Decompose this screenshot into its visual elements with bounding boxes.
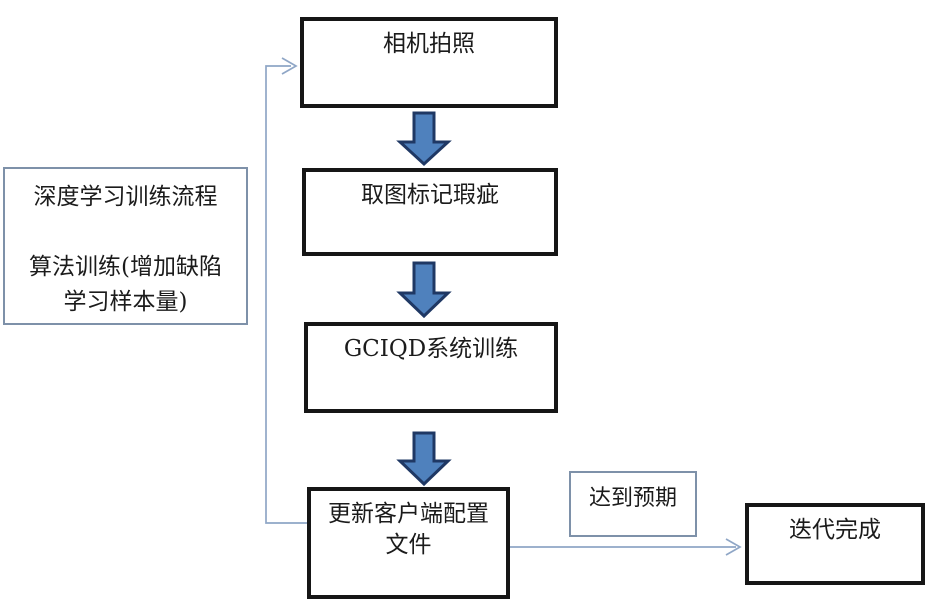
- node-system-training-label: GCIQD系统训练: [343, 336, 519, 362]
- node-iteration-done: 迭代完成: [745, 503, 925, 585]
- expectation-label-box: 达到预期: [569, 471, 697, 537]
- legend-blank-line: [5, 215, 246, 250]
- legend-note-box: 深度学习训练流程 算法训练(增加缺陷 学习样本量): [3, 167, 248, 325]
- node-system-training: GCIQD系统训练: [304, 322, 558, 413]
- done-arrowhead-icon: [725, 538, 742, 556]
- feedback-arrowhead-icon: [281, 57, 298, 75]
- down-block-arrow-icon-3: [396, 431, 452, 487]
- down-block-arrow-icon-1: [396, 111, 452, 167]
- node-mark-defects: 取图标记瑕疵: [302, 168, 558, 256]
- down-block-arrow-icon-2: [396, 261, 452, 319]
- node-update-config: 更新客户端配置 文件: [307, 487, 510, 599]
- legend-line-2: 算法训练(增加缺陷: [29, 254, 222, 280]
- node-update-config-line-1: 更新客户端配置: [328, 501, 489, 527]
- expectation-label: 达到预期: [588, 486, 677, 511]
- node-update-config-line-2: 文件: [385, 532, 432, 558]
- node-mark-defects-label: 取图标记瑕疵: [361, 182, 499, 208]
- node-camera-capture: 相机拍照: [300, 17, 558, 108]
- legend-line-3: 学习样本量): [63, 289, 188, 315]
- legend-line-1: 深度学习训练流程: [33, 184, 218, 210]
- node-iteration-done-label: 迭代完成: [789, 517, 881, 543]
- feedback-connector-line: [265, 65, 307, 524]
- node-camera-capture-label: 相机拍照: [383, 31, 475, 57]
